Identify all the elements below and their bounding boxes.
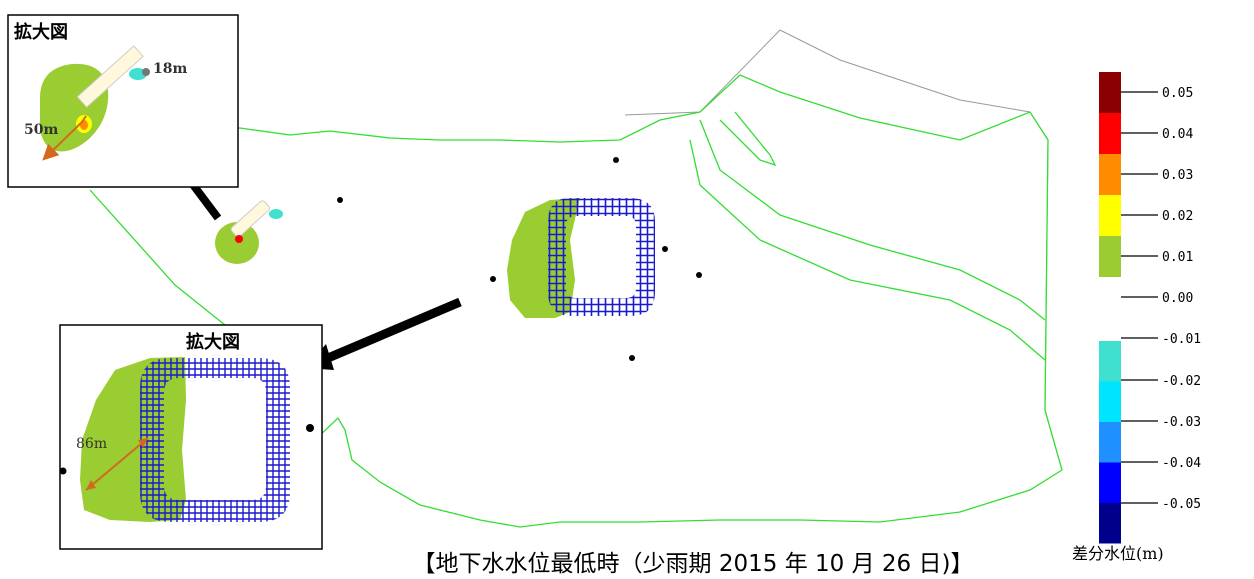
legend-swatch-positive bbox=[1099, 113, 1121, 154]
inset-main-title: 拡大図 bbox=[186, 331, 240, 353]
legend-swatch-positive bbox=[1099, 154, 1121, 195]
inset-small-pipe-end-mark bbox=[142, 68, 150, 76]
inset-main-dimension-86m: 86m bbox=[76, 436, 107, 452]
inset-small-dimension-18m: 18m bbox=[153, 61, 187, 77]
legend-tick-label: -0.05 bbox=[1162, 497, 1201, 512]
legend-swatch-negative bbox=[1099, 381, 1121, 422]
legend-swatch-positive bbox=[1099, 72, 1121, 113]
pipe-center bbox=[235, 235, 243, 243]
well-point bbox=[613, 157, 619, 163]
legend-tick-label: 0.05 bbox=[1162, 86, 1193, 101]
legend-title: 差分水位(m) bbox=[1072, 544, 1164, 563]
outline-gray-boundary bbox=[624, 29, 1063, 471]
legend-swatch-negative bbox=[1099, 503, 1121, 544]
legend-tick-label: 0.02 bbox=[1162, 209, 1193, 224]
pipe-end-cyan bbox=[269, 209, 283, 219]
legend-tick-label: -0.01 bbox=[1162, 332, 1201, 347]
arrow-to-main-inset bbox=[305, 297, 462, 370]
wall-grid-main bbox=[548, 198, 655, 316]
channel-line-c bbox=[699, 119, 1046, 321]
inset-small: 拡大図 50m 18m bbox=[7, 14, 239, 188]
inset-small-title: 拡大図 bbox=[14, 21, 68, 43]
legend-tick-label: 0.01 bbox=[1162, 250, 1193, 265]
pipe-structure-area bbox=[215, 200, 283, 264]
inset-small-pipe bbox=[76, 45, 144, 108]
channel-line-a bbox=[719, 111, 777, 167]
inset-main: 拡大図 86m bbox=[59, 324, 323, 550]
legend-swatch-positive bbox=[1099, 236, 1121, 277]
inset-small-dimension-line bbox=[42, 121, 83, 161]
pipe-segment bbox=[230, 200, 270, 238]
channel-line-b bbox=[689, 139, 1046, 361]
drawdown-area-small bbox=[215, 222, 259, 264]
legend-tick-label: -0.04 bbox=[1162, 456, 1201, 471]
well-point bbox=[662, 246, 668, 252]
legend-swatch-negative bbox=[1099, 341, 1121, 382]
legend-swatch-negative bbox=[1099, 462, 1121, 503]
legend: 0.05 0.04 0.03 0.02 0.01 0.00 -0.01 -0.02 -0.03 -… bbox=[1099, 72, 1201, 544]
inset-main-wall-grid bbox=[140, 358, 290, 522]
legend-tick-label: 0.00 bbox=[1162, 291, 1193, 306]
well-point bbox=[696, 272, 702, 278]
well-points bbox=[337, 157, 702, 361]
well-point bbox=[337, 197, 343, 203]
legend-tick-label: 0.04 bbox=[1162, 127, 1193, 142]
main-structure bbox=[507, 198, 655, 318]
inset-small-dimension-50m: 50m bbox=[24, 122, 58, 138]
legend-swatch-positive bbox=[1099, 195, 1121, 236]
legend-tick-label: 0.03 bbox=[1162, 168, 1193, 183]
legend-tick-label: -0.03 bbox=[1162, 415, 1201, 430]
inset-main-dimension-line bbox=[85, 437, 149, 491]
well-point bbox=[490, 276, 496, 282]
well-point bbox=[629, 355, 635, 361]
legend-swatch-negative bbox=[1099, 422, 1121, 463]
figure-caption: 【地下水水位最低時（少雨期 2015 年 10 月 26 日)】 bbox=[412, 551, 974, 577]
legend-tick-label: -0.02 bbox=[1162, 374, 1201, 389]
inset-main-well-point bbox=[59, 467, 67, 475]
inset-main-well-point bbox=[306, 424, 314, 432]
